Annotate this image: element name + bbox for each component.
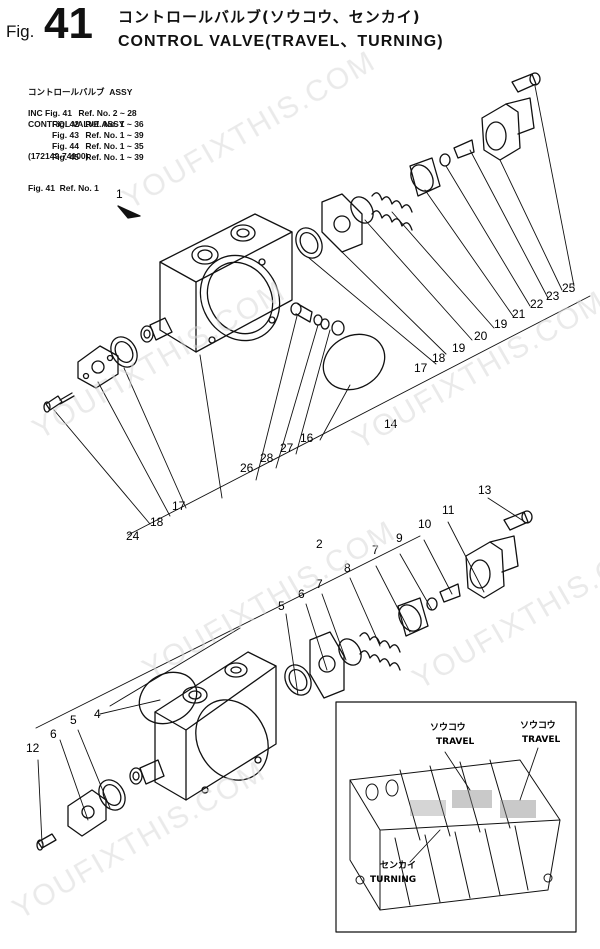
callout-label: 7: [316, 577, 323, 591]
inset-travel-jp-1: ソウコウ: [430, 722, 466, 733]
watermark-text: YOUFIXTHIS.COM: [117, 44, 381, 216]
callout-label: 7: [372, 543, 379, 557]
pointer-arrow-icon: [117, 205, 141, 219]
assy-name-jp: コントロールバルブ ASSY: [28, 87, 133, 98]
inset-travel-jp-2: ソウコウ: [520, 720, 556, 731]
inc-ref-row: Fig. 44 Ref. No. 1 ~ 35: [52, 141, 144, 152]
inset-turning-jp: センカイ: [380, 860, 416, 871]
inc-ref-row: Fig. 45 Ref. No. 1 ~ 39: [52, 152, 144, 163]
callout-label: 1: [116, 187, 123, 201]
title-english: CONTROL VALVE(TRAVEL、TURNING): [118, 33, 444, 50]
ref-fig: INC Fig. 41: [28, 108, 72, 118]
inc-ref-row: Fig. 42 Ref. No. 1 ~ 36: [52, 119, 144, 130]
callout-label: 14: [384, 417, 398, 431]
ref-range: Ref. No. 2 ~ 28: [78, 108, 137, 118]
inset-travel-en-2: TRAVEL: [522, 735, 561, 745]
inc-ref-row: Fig. 43 Ref. No. 1 ~ 39: [52, 130, 144, 141]
ref-range: Ref. No. 1 ~ 35: [85, 141, 144, 151]
upper-leader-lines: [53, 85, 591, 536]
upper-right-stack: [295, 72, 541, 259]
callout-label: 22: [530, 297, 544, 311]
callout-label: 27: [280, 441, 294, 455]
callout-label: 24: [126, 529, 140, 543]
callout-label: 5: [278, 599, 285, 613]
callout-label: 9: [396, 531, 403, 545]
callout-label: 12: [26, 741, 40, 755]
ref-range: Ref. No. 1 ~ 39: [85, 130, 144, 140]
assy-name-en: CONTROL VALVE ASSY: [28, 118, 125, 129]
callout-label: 18: [432, 351, 446, 365]
callout-label: 10: [418, 517, 432, 531]
callout-label: 18: [150, 515, 164, 529]
figure-label: Fig.: [6, 22, 35, 41]
assy-fig-ref: Fig. 41 Ref. No. 1: [28, 182, 99, 193]
callouts-lower: 2 4 5 5 6 6 7 7 8 9 10 11 12 13: [26, 483, 492, 755]
small-pin-parts: [290, 302, 345, 336]
inset-labels: ソウコウ TRAVEL ソウコウ TRAVEL センカイ TURNING: [370, 720, 561, 885]
callout-label: 16: [300, 431, 314, 445]
watermark-text: YOUFIXTHIS.COM: [347, 284, 600, 456]
lower-left-cap-parts: [36, 779, 126, 851]
inset-turning-en: TURNING: [370, 875, 416, 885]
callout-label: 26: [240, 461, 254, 475]
ref-fig: Fig. 44: [52, 141, 79, 151]
inc-ref-row: INC Fig. 41 Ref. No. 2 ~ 28: [28, 108, 137, 119]
lower-leader-lines: [35, 497, 526, 844]
ref-fig: Fig. 42: [52, 119, 79, 129]
watermark-text: YOUFIXTHIS.COM: [27, 274, 291, 446]
callout-label: 6: [298, 587, 305, 601]
callout-label: 5: [70, 713, 77, 727]
callout-label: 28: [260, 451, 274, 465]
callout-label: 8: [344, 561, 351, 575]
inset-frame: [335, 701, 577, 933]
ref-fig: Fig. 45: [52, 152, 79, 162]
ref-range: Ref. No. 1 ~ 39: [85, 152, 144, 162]
callouts-upper: 1 14 16 17 17 18 18 19 19 20 21 22 23 24…: [116, 187, 576, 543]
figure-number: 41: [44, 0, 93, 48]
callout-label: 11: [442, 503, 455, 517]
title-japanese: コントロールバルブ(ソウコウ、センカイ): [118, 8, 421, 26]
callout-label: 2: [316, 537, 323, 551]
watermark-group: YOUFIXTHIS.COM YOUFIXTHIS.COM YOUFIXTHIS…: [7, 44, 600, 926]
callout-label: 21: [512, 307, 526, 321]
ref-range: Ref. No. 1 ~ 36: [85, 119, 144, 129]
assy-reference-block: コントロールバルブ ASSY CONTROL VALVE ASSY (17214…: [28, 66, 132, 204]
callout-label: 20: [474, 329, 488, 343]
callout-label: 17: [172, 499, 186, 513]
callout-label: 23: [546, 289, 560, 303]
upper-left-cap-parts: [43, 336, 138, 413]
callout-label: 6: [50, 727, 57, 741]
watermark-text: YOUFIXTHIS.COM: [407, 524, 600, 696]
lower-right-stack: [284, 510, 533, 699]
lower-valve-body: [129, 651, 277, 801]
callout-label: 4: [94, 707, 101, 721]
o-ring-16: [322, 333, 386, 391]
callout-label: 13: [478, 483, 492, 497]
callout-label: 17: [414, 361, 428, 375]
watermark-text: YOUFIXTHIS.COM: [137, 514, 401, 686]
assy-part-number: (172149-74100): [28, 150, 89, 161]
inset-travel-en-1: TRAVEL: [436, 737, 475, 747]
callout-label: 25: [562, 281, 576, 295]
ref-fig: Fig. 43: [52, 130, 79, 140]
inset-valve-stack: [349, 747, 561, 911]
upper-valve-body: [140, 213, 293, 353]
watermark-text: YOUFIXTHIS.COM: [7, 754, 271, 926]
callout-label: 19: [494, 317, 508, 331]
callout-label: 19: [452, 341, 466, 355]
